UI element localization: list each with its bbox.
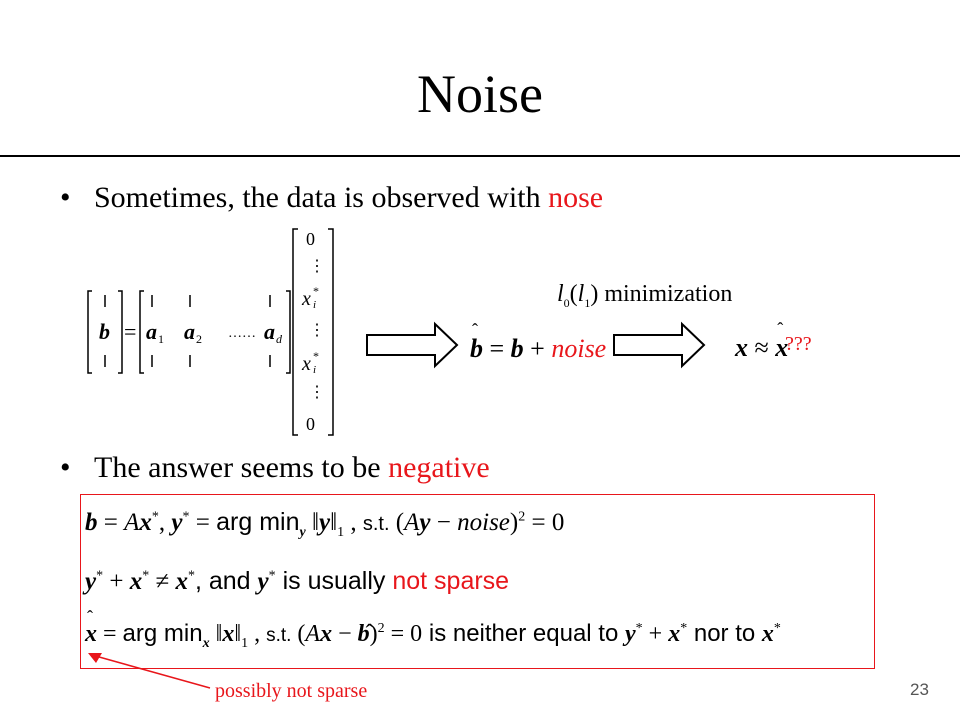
bullet-dot: • (60, 181, 71, 214)
bullet-dot: • (60, 451, 71, 484)
svg-text:a: a (264, 319, 275, 344)
bullet-1-text: Sometimes, the data is observed with (94, 181, 549, 214)
page-number: 23 (910, 680, 929, 699)
annotation-text: possibly not sparse (215, 680, 368, 702)
svg-text:a: a (146, 319, 157, 344)
red-highlight-box (80, 494, 875, 669)
svg-text:=: = (124, 319, 136, 344)
svg-text:2: 2 (196, 332, 202, 346)
svg-text:x: x (301, 288, 311, 310)
svg-text:d: d (276, 332, 283, 346)
minimization-label: l0(l1) minimization (557, 281, 733, 310)
svg-text:*: * (313, 349, 319, 363)
double-arrow-1 (366, 321, 459, 369)
equation-row-1: b = Ax*, y* = arg miny ‖y‖1 , s.t. (Ay −… (85, 508, 565, 540)
title-divider (0, 155, 960, 157)
svg-text:0: 0 (306, 229, 315, 249)
bullet-2-highlight: negative (388, 451, 490, 484)
svg-text:0: 0 (306, 414, 315, 434)
bullet-2: • The answer seems to be negative (60, 450, 490, 486)
svg-text:⋮: ⋮ (309, 258, 325, 275)
equation-row-2: y* + x* ≠ x*, and y* is usually not spar… (85, 567, 510, 595)
svg-text:b: b (99, 319, 110, 344)
matrix-equation: b = a 1 a 2 …… a d 0 ⋮ x i * ⋮ x i * ⋮ 0 (87, 228, 334, 436)
bullet-1-highlight: nose (548, 181, 604, 214)
svg-text:⋮: ⋮ (309, 384, 325, 401)
question-marks: ??? (785, 333, 812, 355)
svg-text:⋮: ⋮ (309, 322, 325, 339)
svg-text:a: a (184, 319, 195, 344)
annotation-arrow (88, 653, 211, 689)
svg-text:……: …… (228, 326, 256, 341)
slide-title: Noise (417, 64, 543, 124)
svg-text:i: i (313, 364, 316, 376)
svg-text:*: * (313, 284, 319, 298)
svg-text:1: 1 (158, 332, 164, 346)
double-arrow-2 (613, 321, 706, 369)
svg-text:i: i (313, 299, 316, 311)
svg-text:x: x (301, 353, 311, 375)
bullet-2-text: The answer seems to be (94, 451, 389, 484)
bullet-1: • Sometimes, the data is observed with no… (60, 180, 603, 216)
